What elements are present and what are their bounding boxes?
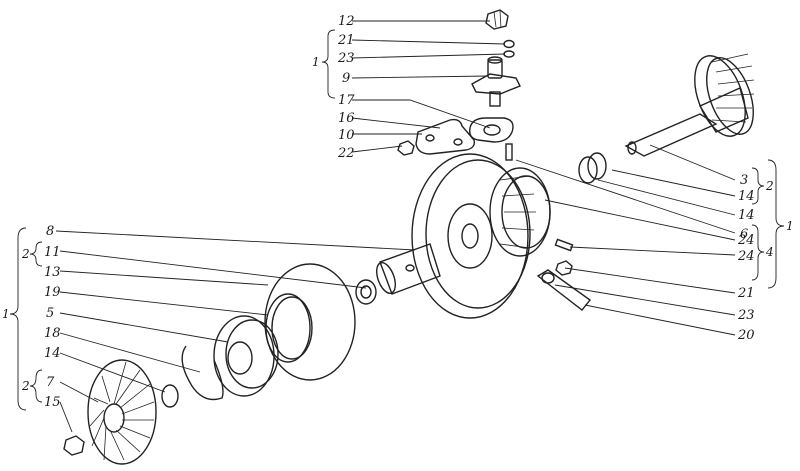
part-rod-20	[536, 269, 592, 311]
label-21-top: 21	[337, 33, 355, 48]
leader-22	[351, 145, 403, 153]
part-ring-19-inner	[271, 296, 313, 360]
label-3: 3	[740, 173, 748, 188]
group-label-1-left: 1	[2, 307, 10, 321]
label-23-top: 23	[337, 51, 355, 66]
leader-3	[649, 144, 736, 181]
leader-13	[59, 270, 269, 286]
group-label-2-left: 2	[21, 247, 30, 261]
part-nut-15	[63, 435, 85, 456]
part-housing	[411, 153, 551, 319]
label-8: 8	[46, 224, 54, 239]
brace-left-2-bottom	[29, 369, 43, 403]
leader-5	[59, 312, 229, 343]
part-hex-nut-12	[485, 9, 509, 30]
label-14-b: 14	[738, 189, 755, 204]
brace-left-2-top	[29, 241, 43, 267]
part-ring-14-right-a	[587, 152, 607, 180]
label-16: 16	[338, 111, 355, 126]
group-labels: 1 2 1 4 2 1 2	[2, 55, 794, 393]
part-impeller-7	[87, 359, 157, 465]
leader-9	[351, 75, 489, 79]
leader-23-top	[351, 53, 506, 59]
label-20: 20	[737, 328, 755, 343]
leader-7	[59, 381, 99, 403]
leader-14-left	[59, 352, 166, 393]
part-washer-23-top	[503, 50, 515, 58]
part-labels: 12 21 23 9 17 16 10 22 8 11 13 19 5 18 1…	[44, 14, 755, 410]
leader-21-top	[351, 39, 506, 45]
part-bushing-8	[376, 243, 441, 295]
label-21-bottom: 21	[737, 286, 755, 301]
label-24-b: 24	[737, 249, 755, 264]
part-stud-top	[505, 143, 513, 161]
label-10: 10	[338, 128, 355, 143]
leader-24-b	[569, 246, 736, 256]
group-label-4-right: 4	[765, 245, 774, 259]
part-seal-housing-5	[213, 315, 279, 397]
group-label-1-right: 1	[786, 219, 794, 233]
group-label-2-left-bottom: 2	[21, 379, 30, 393]
leader-8	[55, 230, 416, 251]
parts	[63, 9, 755, 465]
part-ring-14-right-b	[578, 156, 598, 184]
part-nut-22	[397, 140, 415, 156]
leader-lines	[55, 20, 736, 433]
brace-right-1	[767, 159, 785, 289]
leader-21-bottom	[564, 267, 736, 294]
part-shaft-3	[624, 53, 755, 157]
part-stud-24	[554, 238, 574, 252]
label-7: 7	[46, 375, 55, 390]
label-23-bottom: 23	[737, 308, 755, 323]
brace-left-1	[9, 227, 27, 411]
label-15: 15	[44, 395, 61, 410]
part-gasket-17	[468, 117, 514, 143]
label-11: 11	[44, 245, 61, 260]
part-clip-18	[181, 345, 224, 401]
brace-right-4	[751, 224, 765, 281]
label-9: 9	[342, 71, 350, 86]
brace-right-2	[751, 167, 765, 205]
leader-24-a	[544, 199, 736, 241]
label-5: 5	[46, 306, 54, 321]
label-12: 12	[338, 14, 355, 29]
label-18: 18	[44, 326, 61, 341]
label-13: 13	[44, 265, 61, 280]
part-ring-13	[264, 263, 356, 381]
brace-top-group	[321, 29, 336, 99]
part-plate-16-10	[415, 118, 476, 155]
part-nut-21-bottom	[555, 260, 573, 276]
leader-14-c	[597, 179, 736, 216]
part-ring-14-left	[161, 384, 179, 408]
leader-15	[59, 401, 73, 433]
group-label-1-top: 1	[312, 55, 320, 69]
label-14-c: 14	[738, 208, 755, 223]
part-washer-23-bottom	[541, 272, 555, 284]
leader-19	[59, 291, 269, 316]
leader-11	[59, 250, 367, 289]
leader-23-bottom	[554, 284, 736, 316]
label-24-a: 24	[737, 233, 755, 248]
label-19: 19	[44, 285, 61, 300]
leader-20	[584, 304, 736, 336]
leader-6	[515, 159, 736, 234]
label-14-left: 14	[44, 346, 61, 361]
group-label-2-right: 2	[765, 179, 774, 193]
part-nut-21-top	[503, 39, 515, 49]
part-bracket-9	[471, 56, 521, 107]
label-6: 6	[740, 227, 748, 242]
leader-14-b	[611, 169, 736, 197]
leader-17	[352, 99, 491, 129]
group-braces	[9, 29, 785, 411]
leader-18	[59, 332, 201, 373]
label-22: 22	[337, 146, 355, 161]
leader-16	[351, 117, 441, 129]
part-ring-11	[355, 279, 377, 305]
part-ring-11-inner	[360, 285, 372, 299]
label-17: 17	[338, 93, 355, 108]
